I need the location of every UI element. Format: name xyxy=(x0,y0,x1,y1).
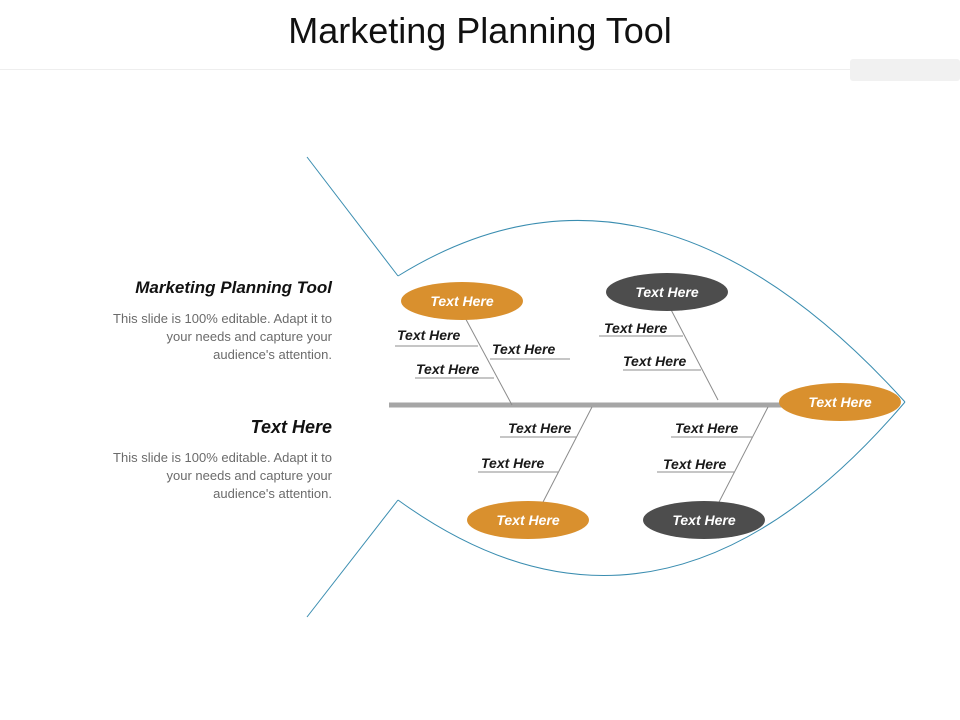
oval-top-left-shape xyxy=(401,282,523,320)
page-title: Marketing Planning Tool xyxy=(288,10,672,51)
label-bl-1: Text Here xyxy=(508,420,572,436)
corner-tab xyxy=(850,59,960,81)
branch-top-right xyxy=(666,301,719,401)
body-upper-curve xyxy=(397,219,906,403)
oval-bottom-left-shape xyxy=(467,501,589,539)
label-br-2: Text Here xyxy=(663,456,727,472)
sidebar-body-2-line-1: This slide is 100% editable. Adapt it to xyxy=(113,450,332,465)
sidebar-body-1-line-1: This slide is 100% editable. Adapt it to xyxy=(113,311,332,326)
label-tr-2: Text Here xyxy=(623,353,687,369)
sidebar-heading-2: Text Here xyxy=(250,417,332,437)
oval-top-right-label: Text Here xyxy=(635,284,699,300)
branch-top-left xyxy=(461,311,513,406)
oval-bottom-right-label: Text Here xyxy=(672,512,736,528)
label-tl-1: Text Here xyxy=(397,327,461,343)
body-lower-curve xyxy=(397,401,906,576)
oval-top-left: Text Here xyxy=(401,282,523,320)
sidebar-body-1-line-2: your needs and capture your xyxy=(166,329,333,344)
sidebar-heading-1: Marketing Planning Tool xyxy=(135,278,332,297)
sidebar-body-2: This slide is 100% editable. Adapt it to… xyxy=(72,449,332,503)
branch-bottom-right xyxy=(717,406,769,505)
oval-bottom-right: Text Here xyxy=(643,501,765,539)
oval-head: Text Here xyxy=(779,383,901,421)
label-tl-3: Text Here xyxy=(416,361,480,377)
oval-bottom-left-label: Text Here xyxy=(496,512,560,528)
title-divider xyxy=(0,69,960,70)
label-br-1: Text Here xyxy=(675,420,739,436)
oval-bottom-left: Text Here xyxy=(467,501,589,539)
oval-top-right-shape xyxy=(606,273,728,311)
label-tl-2: Text Here xyxy=(492,341,556,357)
sidebar-body-2-line-3: audience's attention. xyxy=(213,486,332,501)
tail-lower-line xyxy=(306,499,399,618)
sidebar-body-1-line-3: audience's attention. xyxy=(213,347,332,362)
oval-bottom-right-shape xyxy=(643,501,765,539)
sidebar-body-2-line-2: your needs and capture your xyxy=(166,468,333,483)
branch-bottom-left xyxy=(541,406,593,505)
label-tr-1: Text Here xyxy=(604,320,668,336)
tail-upper-line xyxy=(306,156,399,277)
oval-head-label: Text Here xyxy=(808,394,872,410)
oval-head-shape xyxy=(779,383,901,421)
oval-top-left-label: Text Here xyxy=(430,293,494,309)
label-bl-2: Text Here xyxy=(481,455,545,471)
oval-top-right: Text Here xyxy=(606,273,728,311)
sidebar-body-1: This slide is 100% editable. Adapt it to… xyxy=(72,310,332,364)
